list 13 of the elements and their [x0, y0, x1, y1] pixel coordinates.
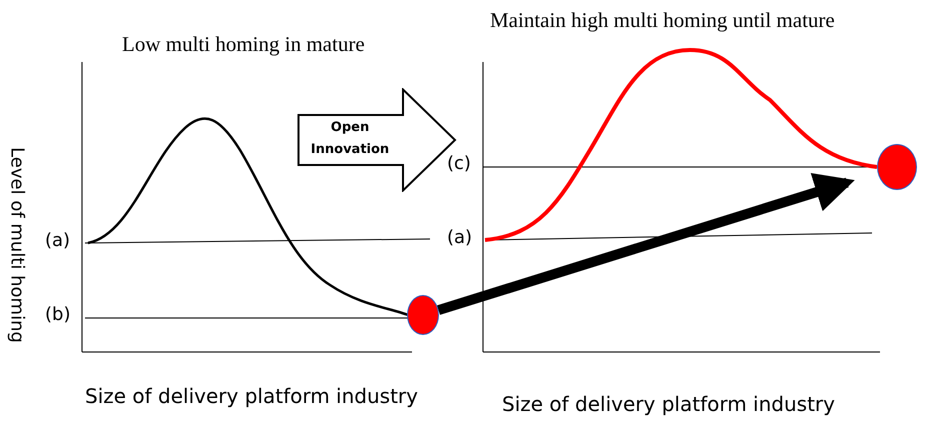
- level-label: (c): [447, 153, 471, 174]
- panel-title: Maintain high multi homing until mature: [490, 8, 835, 33]
- axis-title: Size of delivery platform industry: [85, 384, 418, 408]
- level-label: (a): [45, 230, 70, 251]
- panel-title: Low multi homing in mature: [122, 32, 365, 57]
- level-label: (a): [447, 227, 472, 248]
- arrow: [437, 173, 855, 315]
- level-label: (b): [45, 304, 70, 325]
- marker-dot: [407, 295, 439, 335]
- marker-dot: [877, 144, 917, 190]
- axis-title: Level of multi homing: [6, 147, 28, 343]
- arrow-label: Open Innovation: [310, 119, 390, 159]
- axis-title: Size of delivery platform industry: [502, 392, 835, 416]
